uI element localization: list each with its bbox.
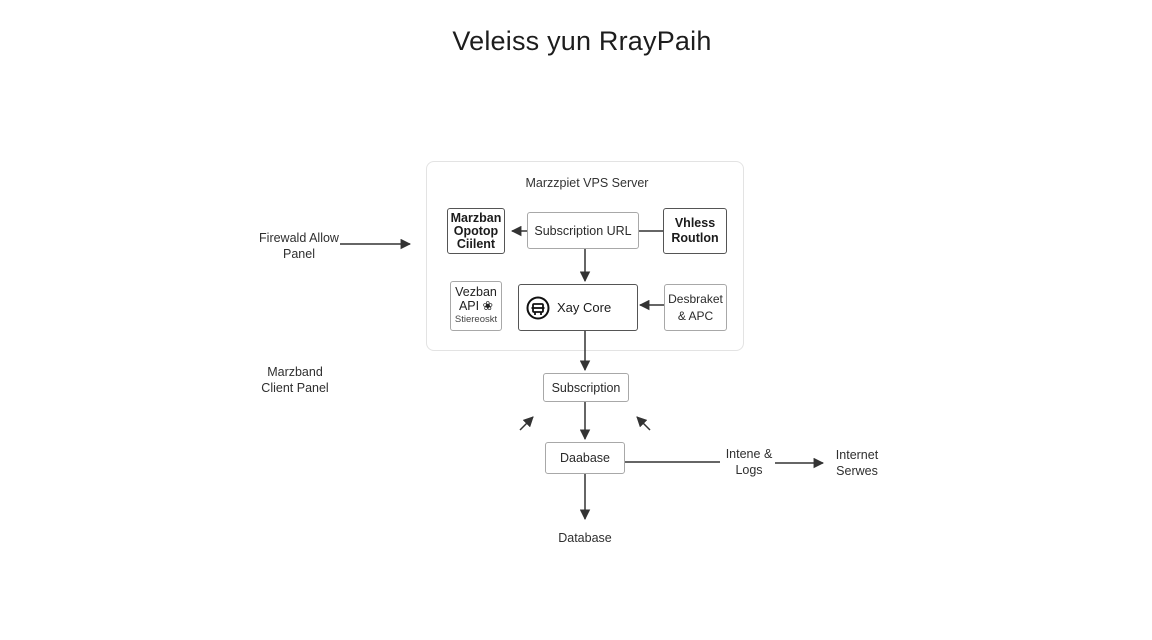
internet-line-1: Internet <box>835 448 879 462</box>
vless-line-2: Routlon <box>671 231 719 245</box>
diagram-title: Veleiss yun RrayPaih <box>452 26 712 56</box>
marzban-client-line-3: Ciilent <box>456 236 496 251</box>
marzban-client-line-2: Opotop <box>453 223 499 238</box>
api-line-1: Vezban <box>455 285 497 299</box>
vless-line-1: Vhless <box>674 216 716 230</box>
vps-server-label: Marzzpiet VPS Server <box>525 176 649 190</box>
internet-line-2: Serwes <box>836 464 878 478</box>
marzband-line-1: Marzband <box>267 365 323 379</box>
firewall-line-1: Firewald <box>259 231 307 245</box>
marzban-client-node: Marzban Opotop Ciilent <box>447 208 505 254</box>
api-node: Vezban API ❀ Stiereoskt <box>450 281 502 331</box>
descriptor-line-2: & APC <box>677 308 714 323</box>
firewall-line-2: Allow Panel <box>283 231 339 261</box>
vless-routing-node: Vhless Routlon <box>663 208 727 254</box>
marzband-line-2: Client Panel <box>261 381 329 395</box>
database-node-label: Daabase <box>559 451 611 465</box>
subscription-url-label: Subscription URL <box>534 223 632 238</box>
descriptor-line-1: Desbraket <box>668 291 723 306</box>
intene-logs-label: Intene & Logs <box>720 446 778 478</box>
subscription-label: Subscription <box>551 380 621 395</box>
database-node: Daabase <box>545 442 625 474</box>
subscription-url-node: Subscription URL <box>527 212 639 249</box>
intene-line-1: Intene <box>725 447 761 461</box>
xray-core-icon <box>526 296 550 319</box>
marzban-client-line-1: Marzban <box>450 210 502 225</box>
xray-core-label: Xay Core <box>557 300 612 315</box>
api-line-2: API ❀ <box>458 299 494 313</box>
arrow-diagonal-right <box>636 416 651 431</box>
firewall-label: Firewald Allow Panel <box>254 230 344 262</box>
xray-core-node: Xay Core <box>518 284 638 331</box>
descriptor-node: Desbraket & APC <box>664 284 727 331</box>
marzband-label: Marzband Client Panel <box>250 364 340 396</box>
intene-line-2: & Logs <box>735 447 773 477</box>
arrow-diagonal-left <box>519 416 534 431</box>
api-line-3: Stiereoskt <box>454 314 498 325</box>
subscription-node: Subscription <box>543 373 629 402</box>
database-bottom-label: Database <box>558 531 612 545</box>
internet-services-label: Internet Serwes <box>826 447 888 479</box>
